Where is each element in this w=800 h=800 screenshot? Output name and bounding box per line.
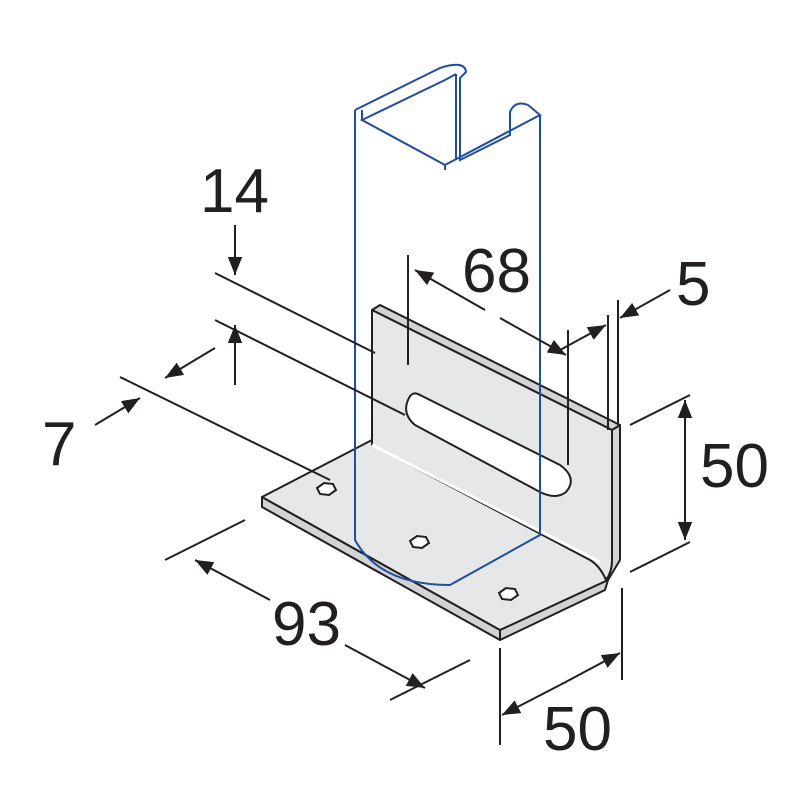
vertical-plate [371, 304, 621, 581]
dim-label-14: 14 [200, 157, 269, 226]
dim-label-height-50: 50 [700, 432, 769, 501]
mounting-holes [315, 481, 520, 602]
strut-channel [354, 63, 542, 587]
dimension-lines [94, 225, 693, 745]
dim-label-93: 93 [272, 590, 341, 659]
dim-label-7: 7 [42, 410, 76, 479]
hole [408, 534, 431, 550]
hole [497, 586, 520, 602]
dim-label-68: 68 [462, 237, 531, 306]
dim-label-width-50: 50 [543, 695, 612, 764]
hole [315, 481, 338, 497]
dim-label-5: 5 [676, 250, 710, 319]
